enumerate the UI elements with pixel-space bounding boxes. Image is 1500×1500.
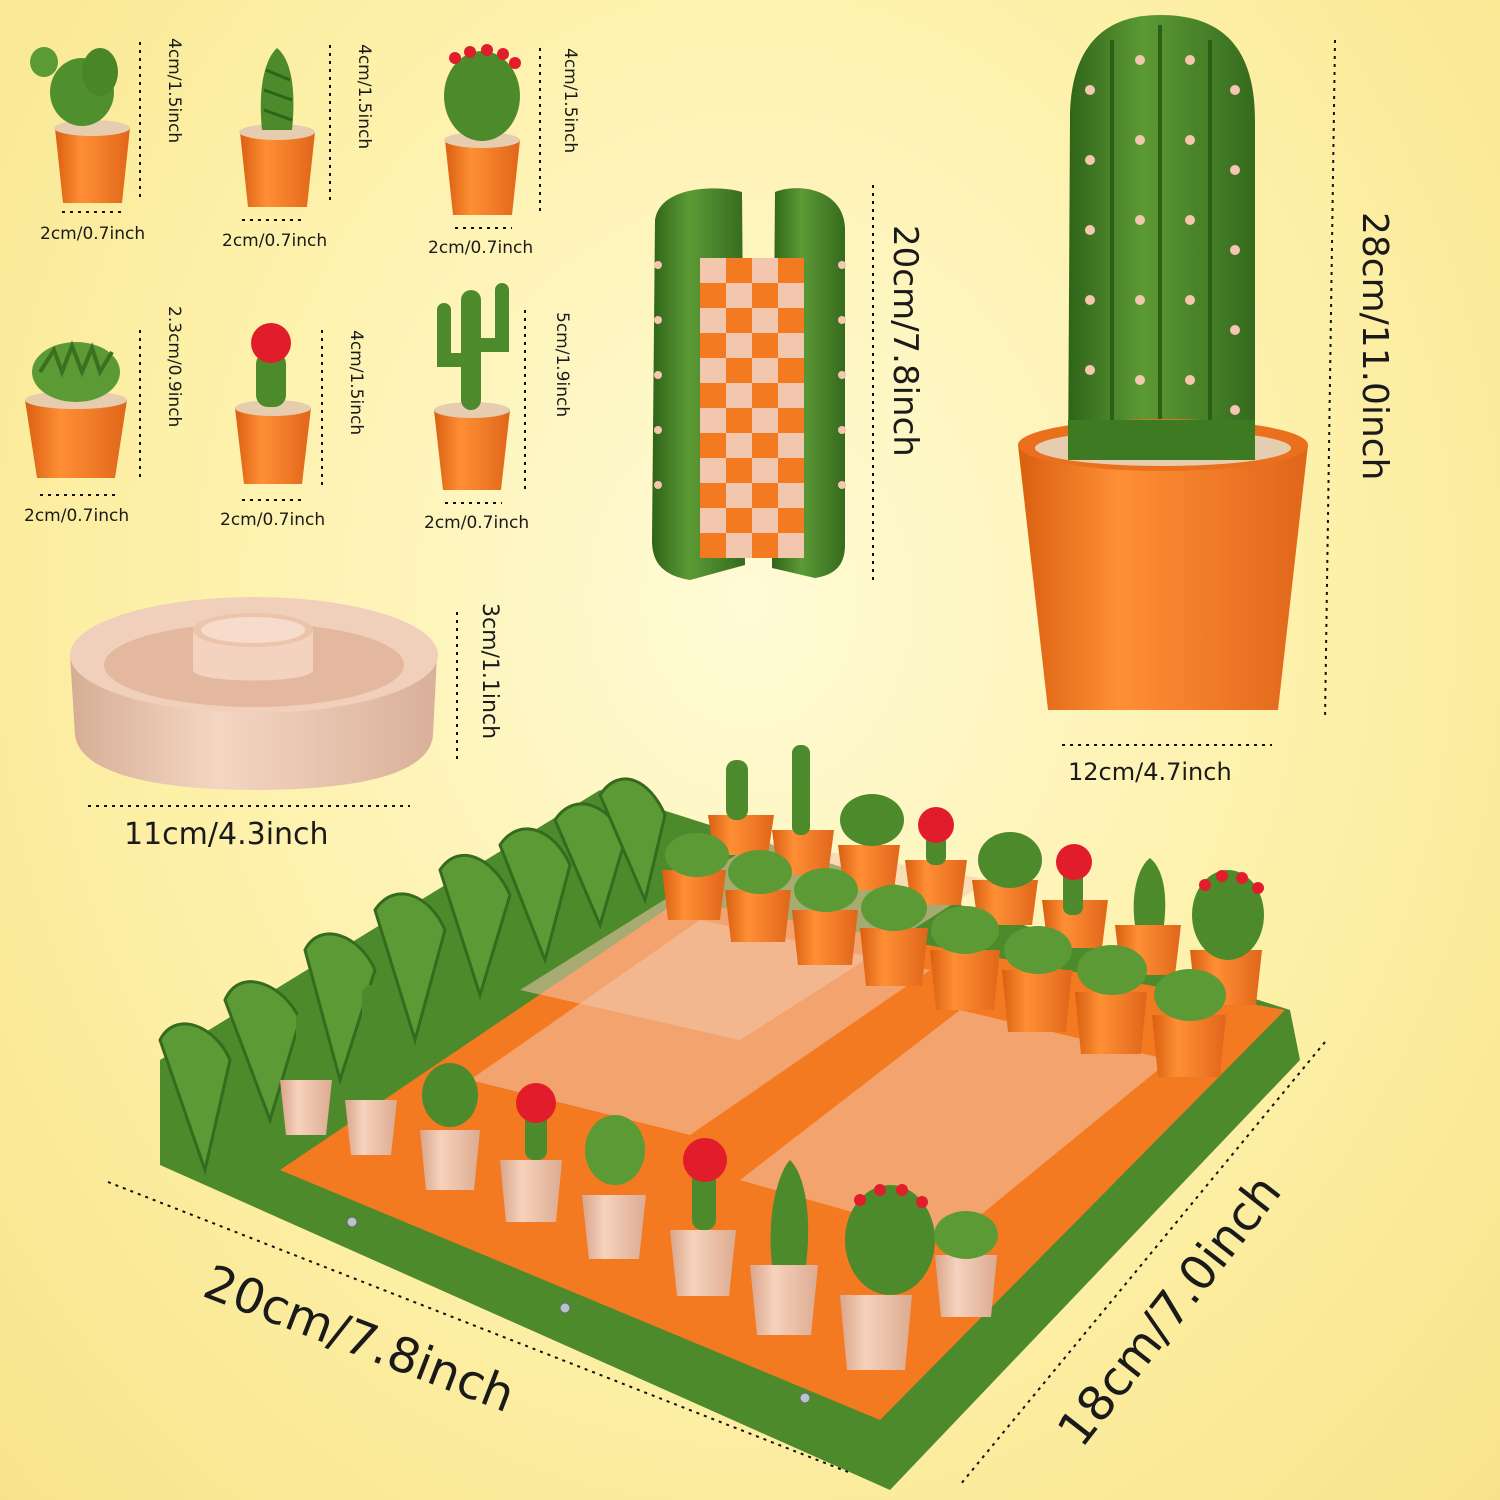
orange-army (662, 745, 1264, 1077)
base-height-label: 3cm/1.1inch (477, 603, 502, 740)
piece-flowered-height-label: 4cm/1.5inch (560, 48, 580, 154)
piece-flowered-width-label: 2cm/0.7inch (428, 238, 534, 258)
base-dish (70, 597, 438, 790)
piece-succulent (25, 340, 127, 478)
piece-twisted (239, 48, 315, 207)
pink-army (280, 985, 998, 1370)
piece-succulent-height-label: 2.3cm/0.9inch (164, 306, 184, 428)
big-cactus-width-label: 12cm/4.7inch (1068, 758, 1232, 786)
dimension-lines (40, 39, 1336, 1486)
piece-moon-cactus (235, 323, 311, 484)
board-leaf-edges (158, 777, 667, 1176)
big-cactus (1018, 15, 1308, 710)
case-height-label: 20cm/7.8inch (885, 225, 925, 457)
piece-saguaro-width-label: 2cm/0.7inch (424, 513, 530, 533)
piece-opuntia (30, 47, 130, 203)
base-width-label: 11cm/4.3inch (124, 817, 329, 852)
piece-opuntia-width-label: 2cm/0.7inch (40, 224, 146, 244)
piece-moon-cactus-height-label: 4cm/1.5inch (346, 330, 366, 436)
piece-flowered (444, 44, 521, 215)
piece-succulent-width-label: 2cm/0.7inch (24, 506, 130, 526)
big-cactus-height-label: 28cm/11.0inch (1354, 212, 1395, 481)
chessboard (158, 745, 1300, 1490)
piece-moon-cactus-width-label: 2cm/0.7inch (220, 510, 326, 530)
piece-twisted-height-label: 4cm/1.5inch (354, 44, 374, 150)
piece-twisted-width-label: 2cm/0.7inch (222, 231, 328, 251)
case-open (652, 188, 846, 580)
case-checker-interior (700, 258, 804, 558)
piece-saguaro-height-label: 5cm/1.9inch (552, 312, 572, 418)
piece-opuntia-height-label: 4cm/1.5inch (164, 38, 184, 144)
piece-saguaro (434, 283, 510, 490)
